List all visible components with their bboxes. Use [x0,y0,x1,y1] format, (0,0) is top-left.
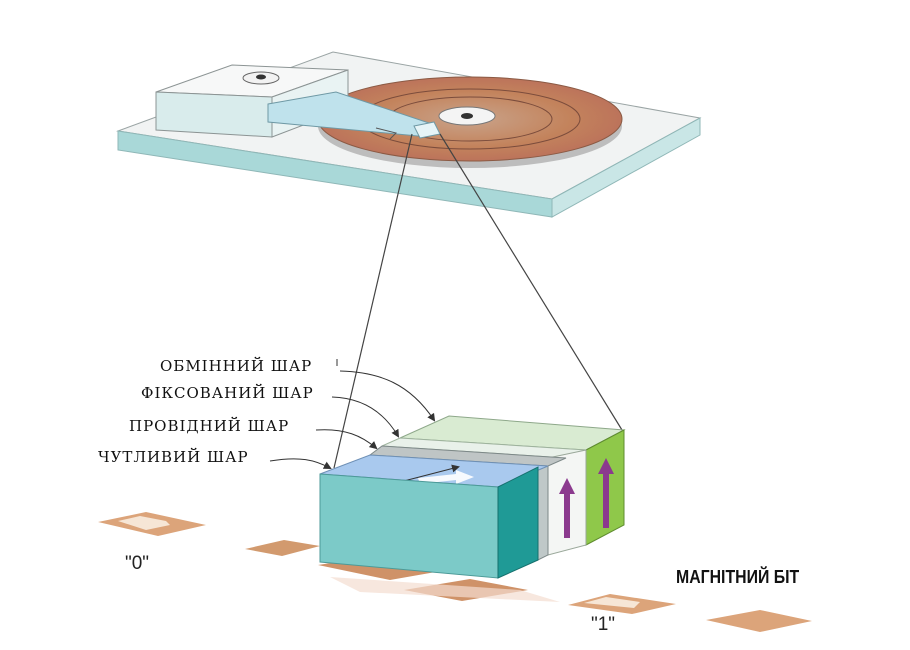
spin-valve-sensor [319,415,626,579]
bit-direction-arrow-one [584,597,640,608]
read-current-arrow [399,464,460,483]
bit-value-one: "1" [591,614,616,635]
magnetic-bit [330,577,560,602]
leader-sensitive [269,458,332,469]
spindle-hole [461,113,473,119]
actuator-block-front [155,91,273,138]
leader-fixed [331,396,400,438]
magnetic-bit-caption: МАГНІТНИЙ БІТ [676,567,800,587]
head-flex-cable [375,127,397,140]
moment-arrowhead-fixed [598,458,614,474]
label-conductive-layer: ПРОВІДНИЙ ШАР [129,417,290,435]
hard-disk-drive [116,51,702,218]
label-fixed-layer: ФІКСОВАНИЙ ШАР [141,384,314,402]
moment-arrowhead-exchange [559,478,575,494]
leader-exchange [339,370,436,422]
leader-conductive [315,429,378,450]
spin-valve-side [497,466,539,579]
zoom-line-left [333,133,413,469]
label-exchange-layer: ОБМІННИЙ ШАР [160,357,313,375]
label-leaders [269,359,436,469]
zoom-line-right [439,133,623,431]
drive-base-edge-side [551,117,701,218]
magnetic-bit [706,610,812,632]
actuator-pivot-hole [256,74,266,80]
spin-valve-front [319,473,499,579]
conductive-layer-side [537,456,549,561]
magnetic-bit [245,540,320,556]
label-sensitive-layer: ЧУТЛИВИЙ ШАР [98,448,249,466]
bit-direction-arrow-zero [118,516,170,530]
bit-value-zero: "0" [125,553,150,574]
sensitive-field-arrow [418,470,474,484]
